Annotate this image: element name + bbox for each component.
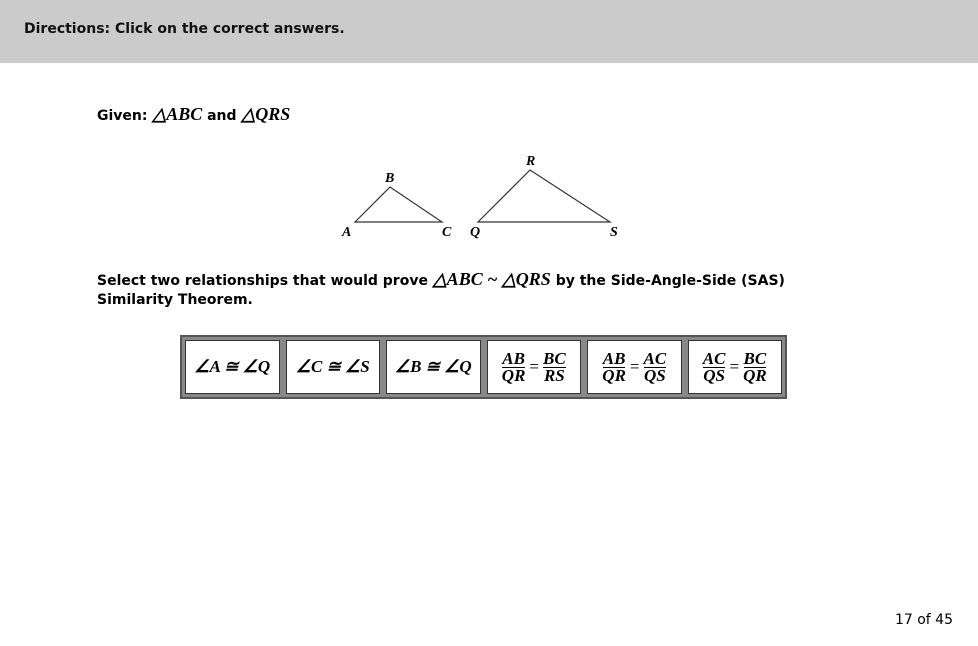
choice-text: ∠C ≅ ∠S	[295, 357, 370, 376]
given-label: Given:	[97, 108, 148, 124]
triangle-qrs: △QRS	[241, 104, 291, 124]
given-statement: Given: △ABC and △QRS	[97, 104, 290, 125]
question-prompt: Select two relationships that would prov…	[97, 270, 817, 310]
label-c: C	[442, 225, 452, 240]
choice-angle-a-q[interactable]: ∠A ≅ ∠Q	[185, 340, 280, 394]
triangles-figure: A B C Q R S	[341, 154, 618, 240]
and-label: and	[207, 108, 237, 124]
choice-text: ∠B ≅ ∠Q	[394, 357, 472, 376]
directions-bar: Directions: Click on the correct answers…	[0, 0, 978, 63]
label-r: R	[525, 154, 535, 169]
triangle-abc: △ABC	[152, 104, 203, 124]
label-s: S	[610, 225, 618, 240]
choice-text: ∠A ≅ ∠Q	[194, 357, 271, 376]
directions-text: Directions: Click on the correct answers…	[24, 21, 345, 37]
triangle-qrs-shape	[476, 169, 613, 223]
page-counter: 17 of 45	[894, 612, 953, 628]
label-a: A	[341, 225, 351, 240]
choice-angle-c-s[interactable]: ∠C ≅ ∠S	[285, 340, 380, 394]
triangle-abc-shape	[353, 186, 444, 223]
prompt-text-1: Select two relationships that would prov…	[97, 273, 428, 289]
prompt-text-2: by the Side-Angle-Side (SAS) Similarity …	[97, 273, 785, 308]
label-b: B	[384, 171, 394, 186]
similarity-expression: △ABC ~ △QRS	[432, 269, 551, 289]
label-q: Q	[470, 225, 480, 240]
choice-angle-b-q[interactable]: ∠B ≅ ∠Q	[386, 340, 481, 394]
